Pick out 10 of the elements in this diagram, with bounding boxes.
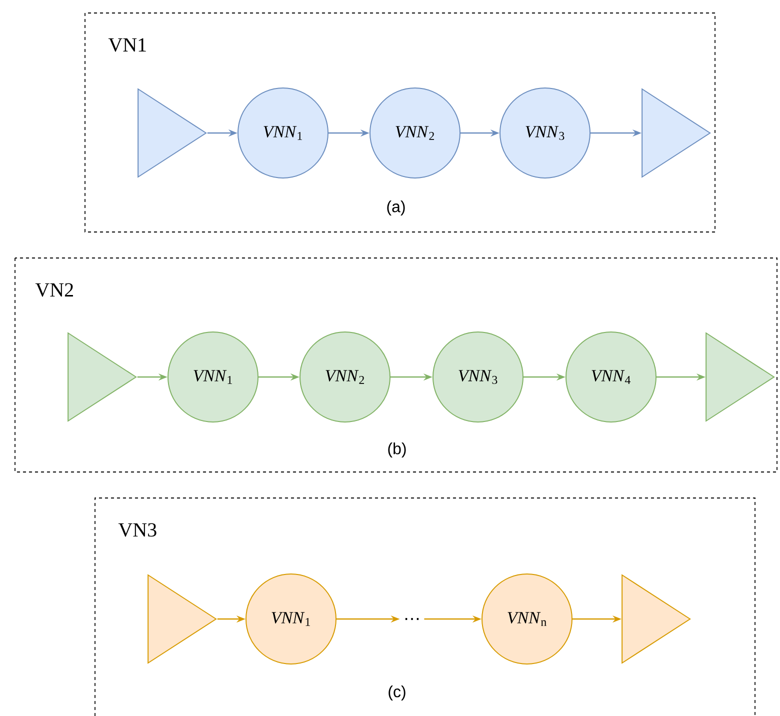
circle-node: VNN$_{3}$ <box>500 88 590 178</box>
circle-node: VNN$_{1}$ <box>238 88 328 178</box>
circle-node: VNN$_{2}$ <box>300 332 390 422</box>
circle-node: VNN$_{4}$ <box>566 332 656 422</box>
circle-node: VNN$_{1}$ <box>246 574 336 664</box>
circle-node: VNN$_{2}$ <box>370 88 460 178</box>
circle-node: VNN$_{3}$ <box>432 332 524 422</box>
circle-node: VNN$_{1}$ <box>168 332 258 422</box>
circle-node: VNN$_{n}$ <box>482 574 572 664</box>
ellipsis: … <box>405 618 419 620</box>
